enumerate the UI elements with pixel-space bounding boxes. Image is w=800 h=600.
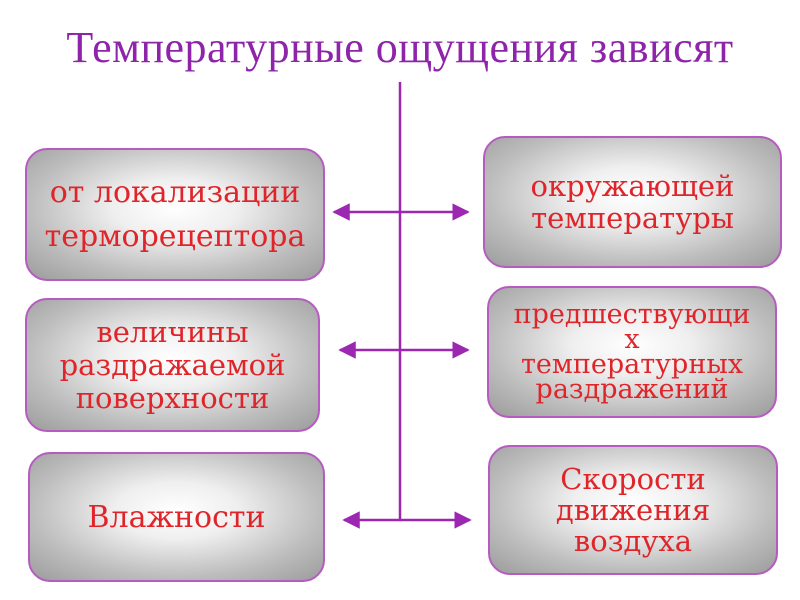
- box-localization-label: от локализации терморецептора: [44, 174, 306, 254]
- box-ambient-label: окружающей температуры: [530, 169, 735, 235]
- box-localization: от локализации терморецептора: [25, 148, 325, 281]
- box-ambient: окружающей температуры: [483, 136, 782, 268]
- box-humidity: Влажности: [28, 452, 325, 582]
- diagram-title: Температурные ощущения зависят: [66, 23, 734, 72]
- box-air-speed-label: Скорости движения воздуха: [555, 461, 711, 558]
- box-surface: величины раздражаемой поверхности: [25, 298, 320, 432]
- box-humidity-label: Влажности: [87, 499, 266, 535]
- box-air-speed: Скорости движения воздуха: [488, 445, 778, 575]
- box-previous-label: предшествующи х температурных раздражени…: [513, 299, 751, 405]
- box-previous: предшествующи х температурных раздражени…: [487, 286, 777, 418]
- box-surface-label: величины раздражаемой поверхности: [59, 314, 286, 415]
